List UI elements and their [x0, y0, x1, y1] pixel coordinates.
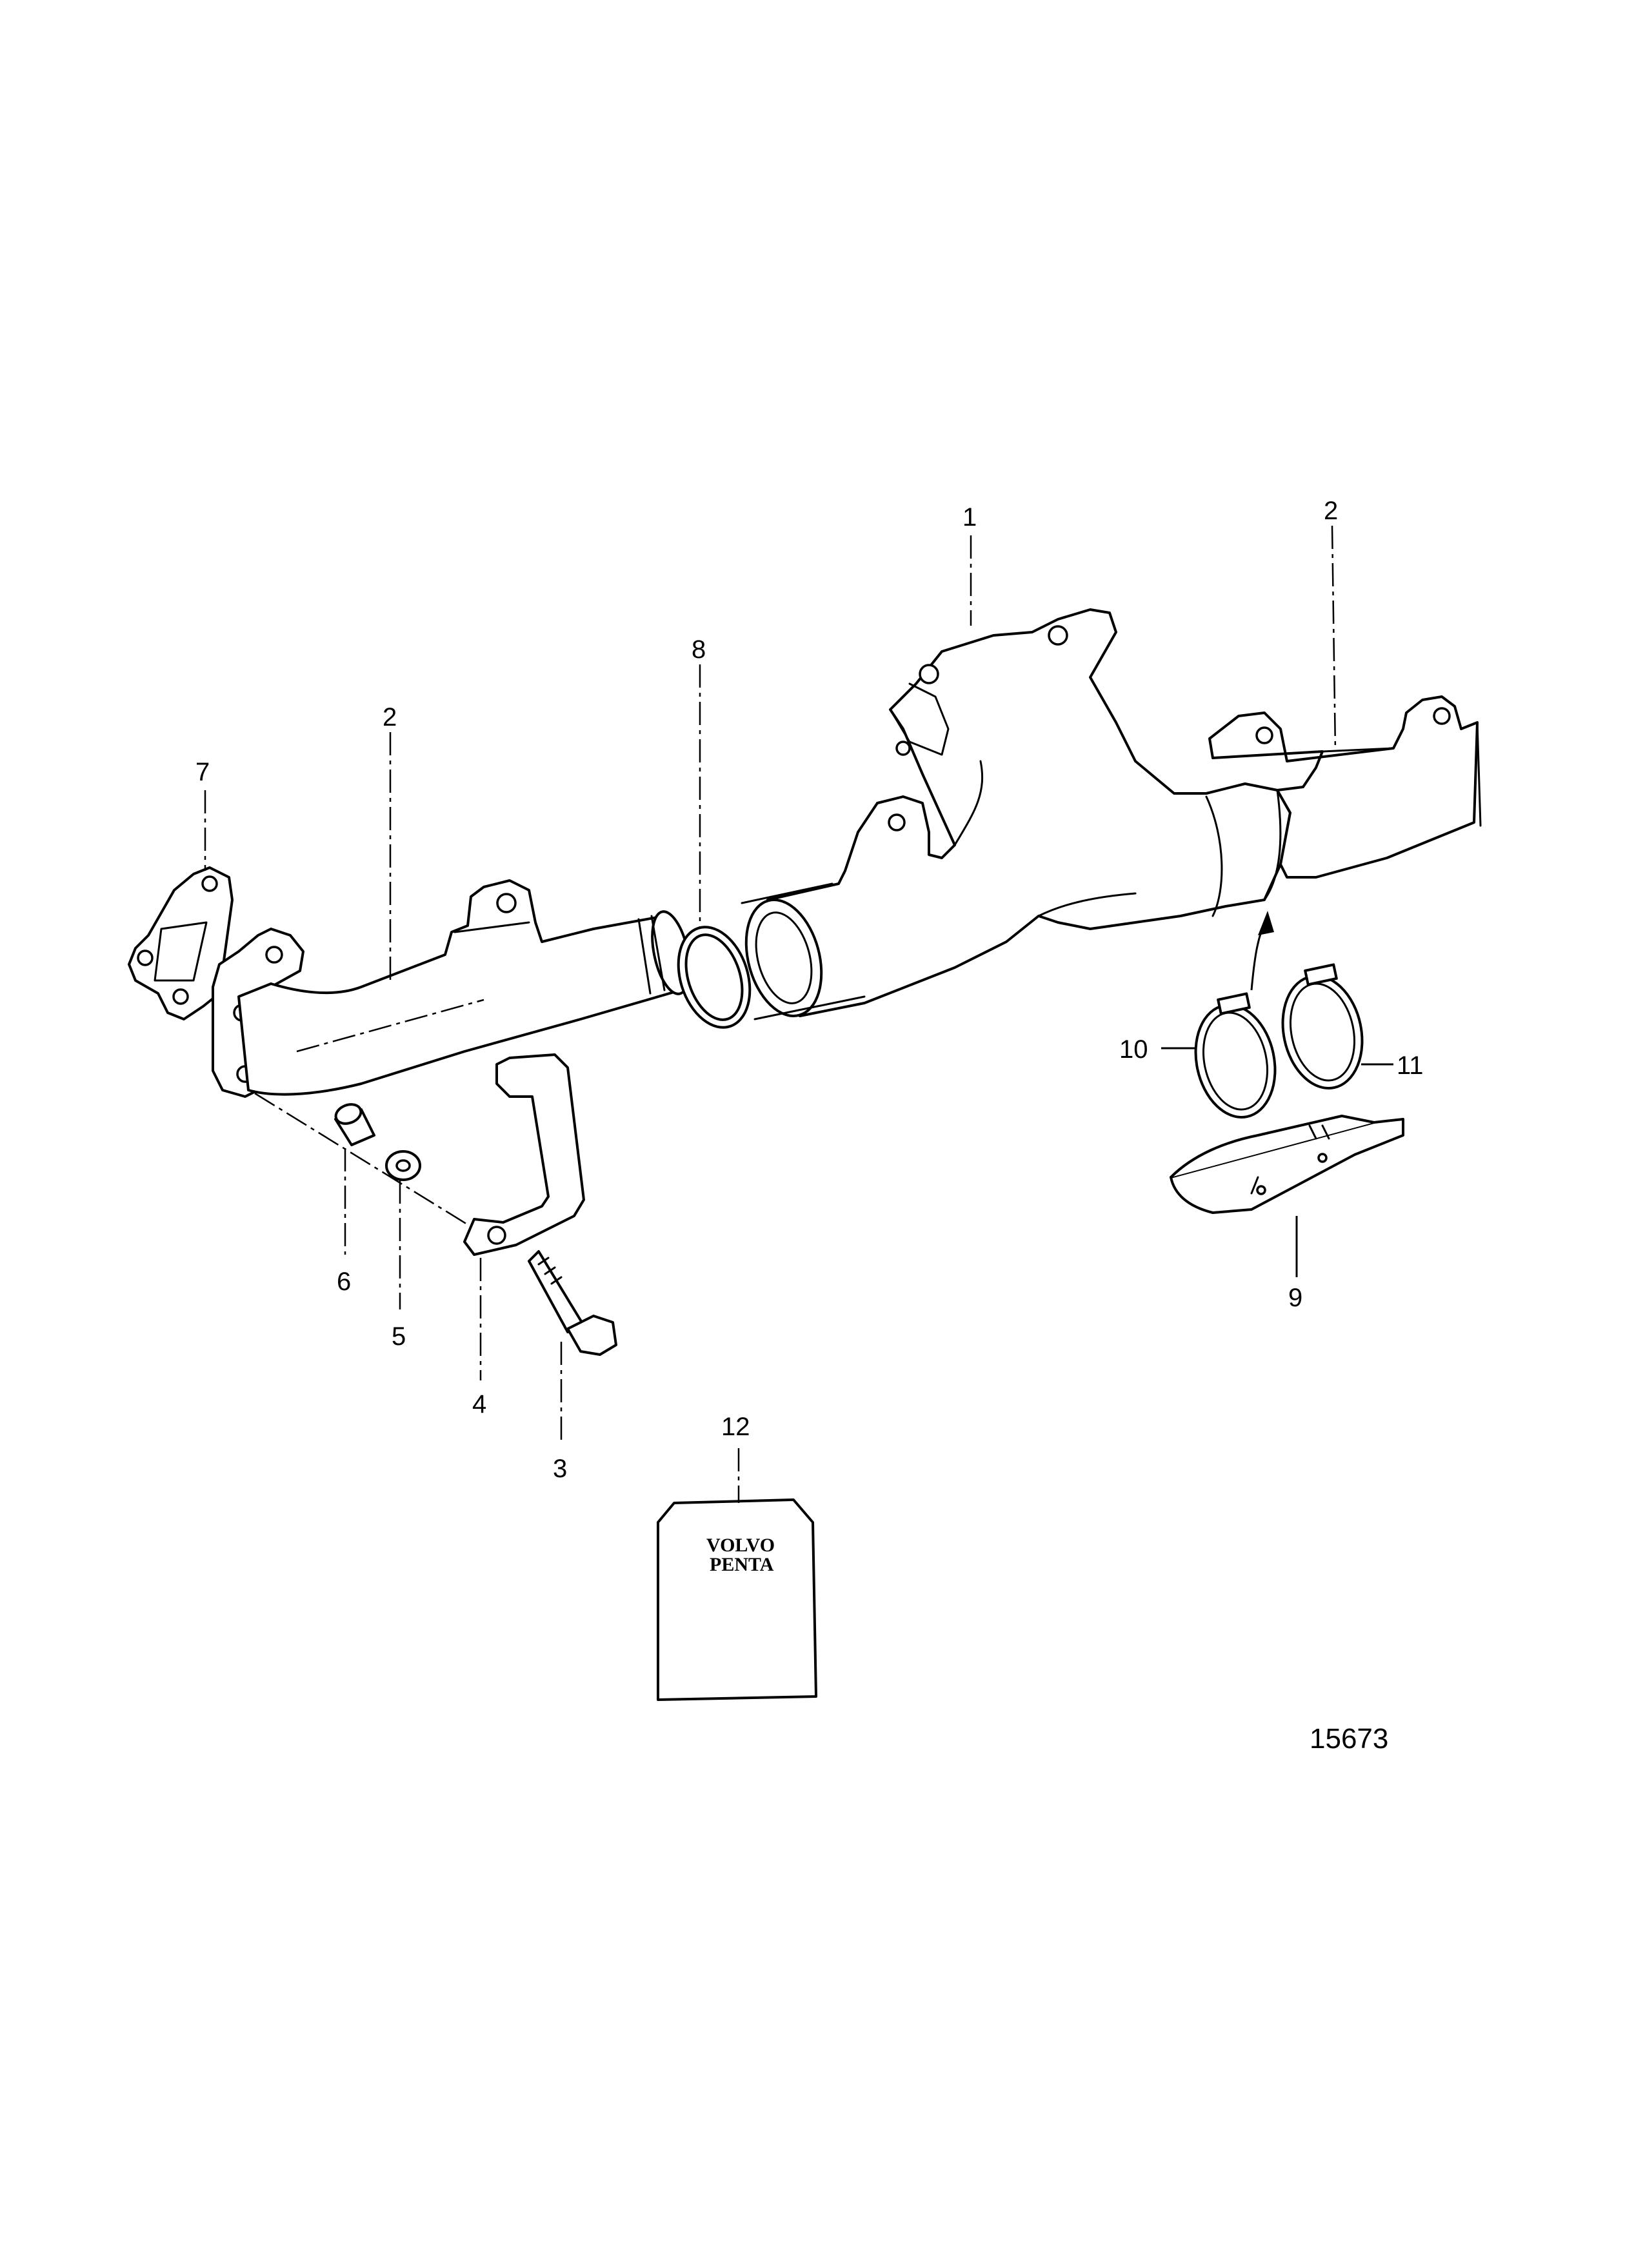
- gasket-kit-part-12: VOLVO PENTA: [657, 1498, 817, 1701]
- bolt-part-3: [528, 1250, 617, 1356]
- hose-clamp-part-11: [1281, 963, 1364, 1089]
- callouts: 1 2 2 8 7 6 5 4 3 12 10 11 9: [195, 497, 1424, 1483]
- assembly-arrow: [1250, 911, 1274, 991]
- callout-5: 5: [392, 1322, 406, 1351]
- spacer-part-6: [334, 1103, 375, 1146]
- callout-10: 10: [1119, 1035, 1148, 1064]
- manifold-section-part-2-left: [212, 879, 691, 1098]
- kit-brand-line2: PENTA: [710, 1554, 774, 1575]
- callout-7: 7: [195, 758, 210, 786]
- manifold-section-part-2-right: [1208, 695, 1482, 879]
- callout-2-right: 2: [1324, 497, 1338, 525]
- callout-1: 1: [962, 503, 977, 532]
- hose-clamp-part-10: [1194, 992, 1277, 1119]
- leader-lines: [204, 525, 1393, 1503]
- sealing-ring-part-8: [677, 926, 752, 1029]
- drawing-number: 15673: [1310, 1723, 1388, 1755]
- washer-part-5: [385, 1150, 421, 1181]
- callout-9: 9: [1288, 1284, 1302, 1312]
- gasket-part-7: [128, 866, 234, 1020]
- y-pipe-part-1: [741, 608, 1291, 1020]
- callout-4: 4: [472, 1390, 486, 1418]
- assembly-axis-line: [254, 1092, 491, 1240]
- callout-2-left: 2: [383, 703, 397, 731]
- kit-brand-line1: VOLVO: [706, 1535, 775, 1556]
- cover-shell-part-9: [1170, 1115, 1404, 1214]
- callout-11: 11: [1397, 1051, 1424, 1080]
- callout-8: 8: [692, 635, 706, 664]
- callout-6: 6: [337, 1268, 351, 1296]
- bracket-part-4: [463, 1053, 585, 1256]
- callout-3: 3: [553, 1455, 567, 1483]
- callout-12: 12: [721, 1413, 750, 1441]
